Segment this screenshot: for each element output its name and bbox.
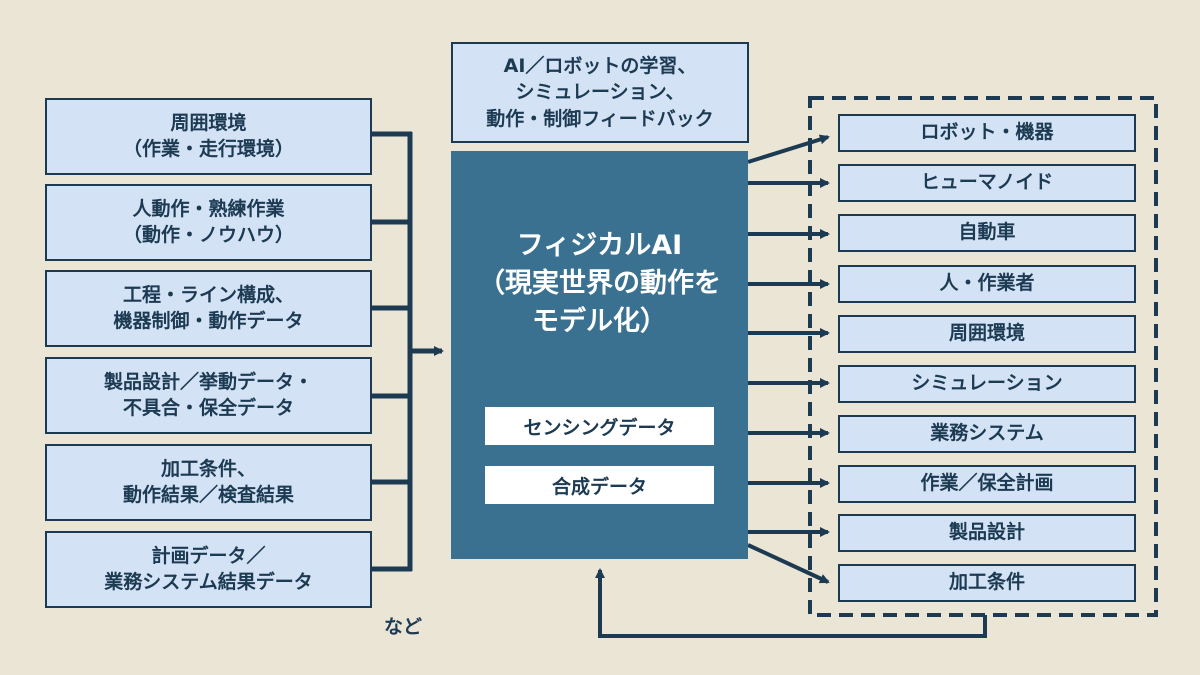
input-label: 製品設計／挙動データ・ (103, 370, 313, 393)
output-box: 人・作業者 (838, 265, 1136, 303)
input-label: 業務システム結果データ (104, 570, 313, 593)
output-box: 作業／保全計画 (838, 465, 1136, 503)
center-title: フィジカルAI （現実世界の動作を モデル化） (451, 227, 748, 340)
output-box: 業務システム (838, 415, 1136, 453)
input-box: 製品設計／挙動データ・ 不具合・保全データ (45, 357, 372, 434)
input-box: 計画データ／ 業務システム結果データ (45, 531, 372, 608)
top-box-line: 動作・制御フィードバック (486, 107, 714, 130)
synthetic-data-chip: 合成データ (485, 466, 714, 504)
input-box: 加工条件、 動作結果／検査結果 (45, 444, 372, 521)
input-box: 人動作・熟練作業 （動作・ノウハウ） (45, 184, 372, 261)
output-box: 自動車 (838, 214, 1136, 252)
sensing-data-chip: センシングデータ (485, 407, 714, 445)
physical-ai-box: フィジカルAI （現実世界の動作を モデル化） センシングデータ 合成データ (451, 151, 748, 559)
feedback-arrow (595, 568, 987, 638)
input-label: （作業・走行環境） (122, 137, 294, 160)
output-arrows (747, 134, 830, 584)
input-label: 不具合・保全データ (122, 396, 294, 419)
input-label: 人動作・熟練作業 (132, 197, 285, 220)
center-title-line: （現実世界の動作を (478, 267, 721, 299)
center-title-line: モデル化） (532, 305, 667, 337)
etc-label: など (384, 616, 423, 638)
input-label: 周囲環境 (170, 111, 247, 134)
input-label: 工程・ライン構成、 (122, 283, 294, 306)
output-box: ヒューマノイド (838, 164, 1136, 202)
input-label: 加工条件、 (160, 457, 256, 480)
output-box: 製品設計 (838, 514, 1136, 552)
input-connectors (372, 131, 444, 572)
output-box: 加工条件 (838, 564, 1136, 602)
learning-feedback-box: AI／ロボットの学習、 シミュレーション、 動作・制御フィードバック (451, 42, 749, 143)
input-label: （動作・ノウハウ） (122, 223, 294, 246)
output-box: ロボット・機器 (838, 114, 1136, 152)
output-box: シミュレーション (838, 365, 1136, 403)
input-label: 機器制御・動作データ (113, 309, 304, 332)
input-label: 計画データ／ (151, 544, 266, 567)
center-title-line: フィジカルAI (516, 230, 683, 261)
input-box: 工程・ライン構成、 機器制御・動作データ (45, 270, 372, 347)
output-arrow (747, 543, 830, 584)
input-label: 動作結果／検査結果 (122, 483, 294, 506)
top-box-line: シミュレーション、 (515, 81, 685, 104)
output-box: 周囲環境 (838, 315, 1136, 353)
output-arrow (747, 134, 830, 164)
input-box: 周囲環境 （作業・走行環境） (45, 98, 372, 175)
top-box-line: AI／ロボットの学習、 (503, 54, 697, 77)
